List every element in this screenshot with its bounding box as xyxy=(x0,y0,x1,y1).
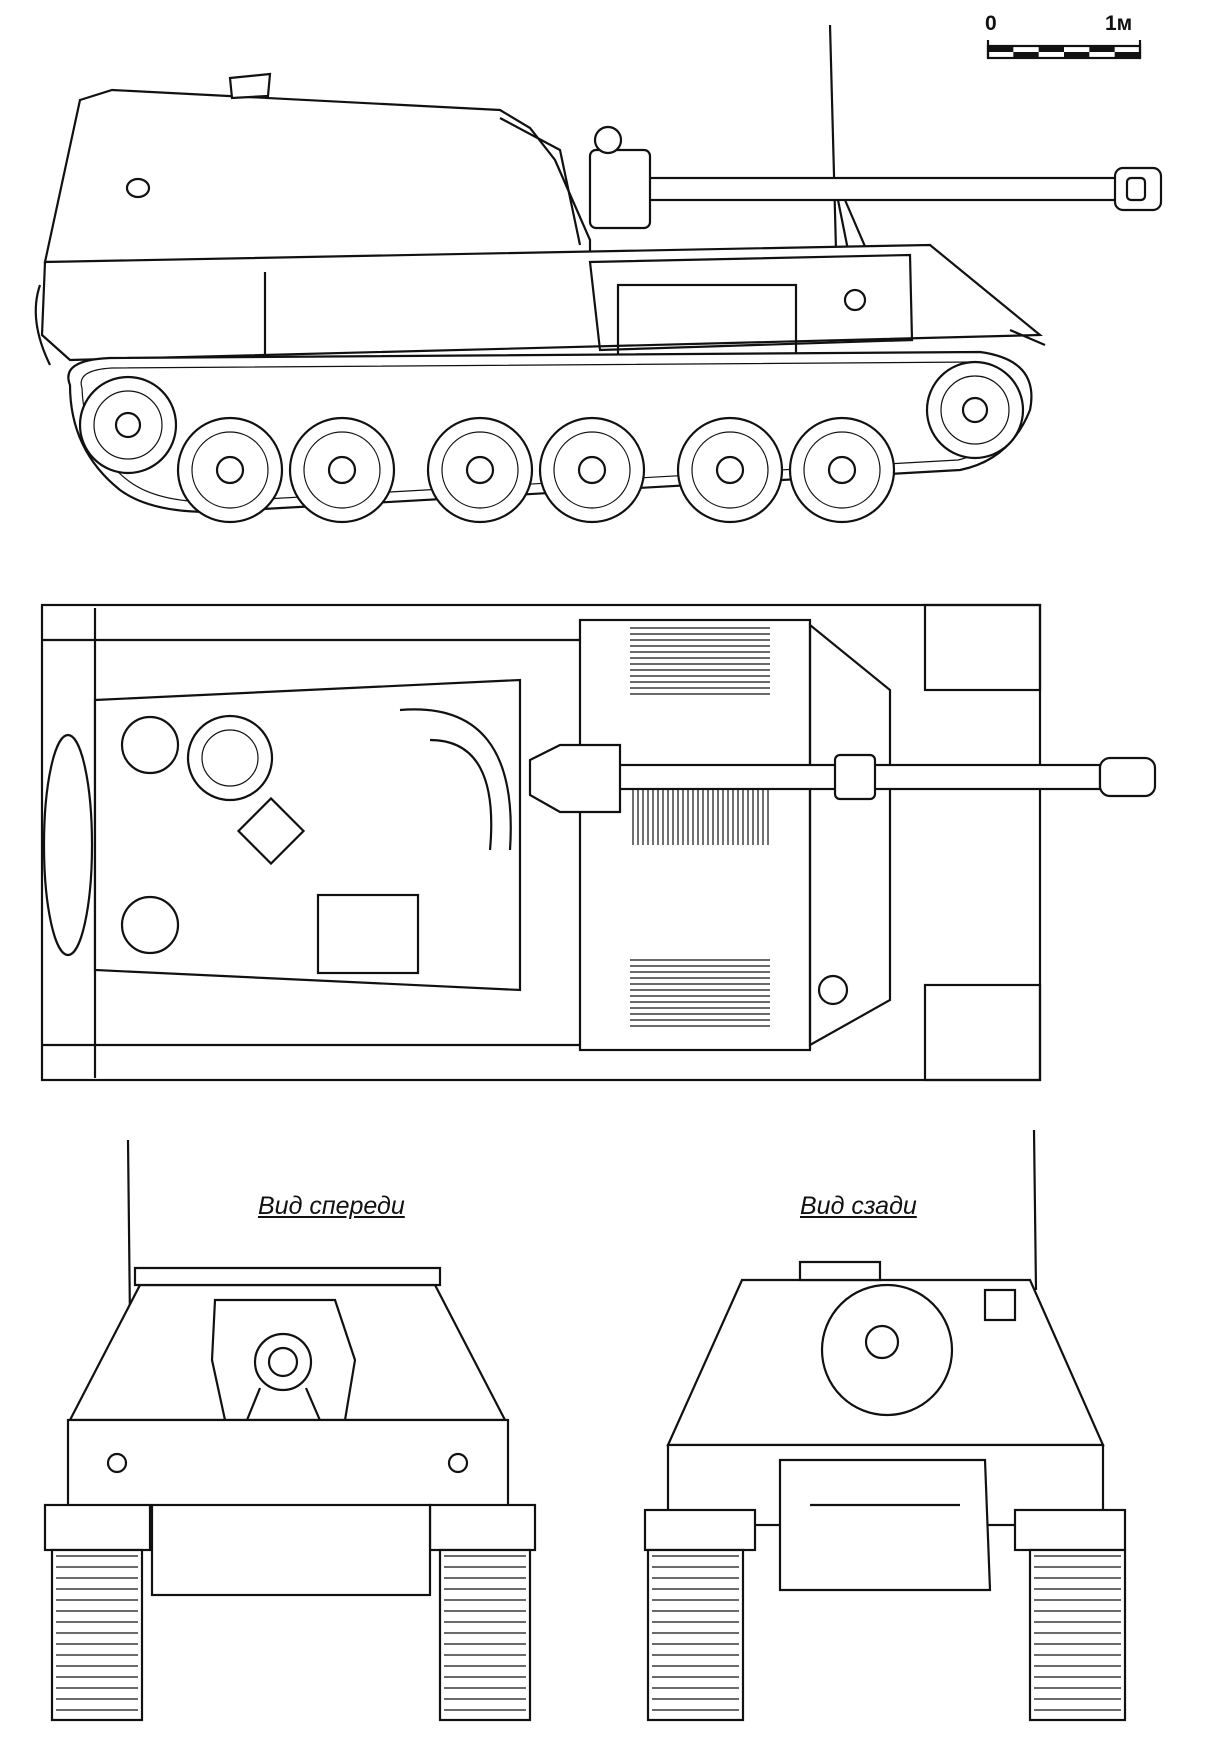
scale-bar-segment xyxy=(988,46,1014,52)
top-gun xyxy=(528,743,1157,814)
drive-sprocket xyxy=(78,375,178,475)
engine-deck xyxy=(578,618,812,1052)
side-hull xyxy=(40,243,1043,362)
idler-wheel xyxy=(925,360,1025,460)
grille-lower xyxy=(630,959,770,1027)
side-view xyxy=(34,24,1163,524)
top-superstructure xyxy=(93,678,522,992)
front-view xyxy=(43,1139,537,1722)
front-view-caption: Вид спереди xyxy=(258,1192,405,1220)
road-wheel xyxy=(676,416,784,524)
rear-track-right xyxy=(1028,1548,1127,1722)
scale-bar-segment xyxy=(1089,46,1115,52)
road-wheel xyxy=(788,416,896,524)
hatch-front-left xyxy=(120,715,180,775)
scale-bar xyxy=(986,40,1142,60)
road-wheel xyxy=(176,416,284,524)
rear-antenna xyxy=(1032,1129,1038,1291)
track-link-stowage-lower xyxy=(923,983,1042,1082)
rear-hatch xyxy=(820,1283,954,1417)
scale-bar-segment xyxy=(1013,52,1039,58)
scale-bar-segment xyxy=(1038,46,1064,52)
track-link-stowage-upper xyxy=(923,603,1042,692)
side-antenna xyxy=(828,24,838,251)
scale-bar-end-label: 1м xyxy=(1105,12,1133,35)
grille-upper xyxy=(630,627,770,695)
top-view xyxy=(40,603,1157,1082)
front-antenna xyxy=(126,1139,132,1321)
side-gun xyxy=(588,125,1163,261)
front-track-left xyxy=(50,1548,144,1722)
rear-view-caption: Вид сзади xyxy=(800,1192,917,1220)
road-wheel xyxy=(538,416,646,524)
loader-hatch xyxy=(316,893,420,975)
front-hull-plate xyxy=(66,1418,510,1517)
road-wheel xyxy=(426,416,534,524)
grille-center xyxy=(632,785,769,845)
front-track-right xyxy=(438,1548,532,1722)
commander-cupola xyxy=(186,714,274,802)
road-wheel xyxy=(288,416,396,524)
hatch-front-right xyxy=(120,895,180,955)
scale-bar-start-label: 0 xyxy=(985,12,997,35)
front-gun-muzzle xyxy=(253,1332,313,1392)
side-superstructure xyxy=(43,88,592,264)
rear-track-left xyxy=(646,1548,745,1722)
scale-bar-segment xyxy=(1064,52,1090,58)
scale-bar-segment xyxy=(1114,52,1140,58)
rear-view xyxy=(643,1129,1127,1722)
